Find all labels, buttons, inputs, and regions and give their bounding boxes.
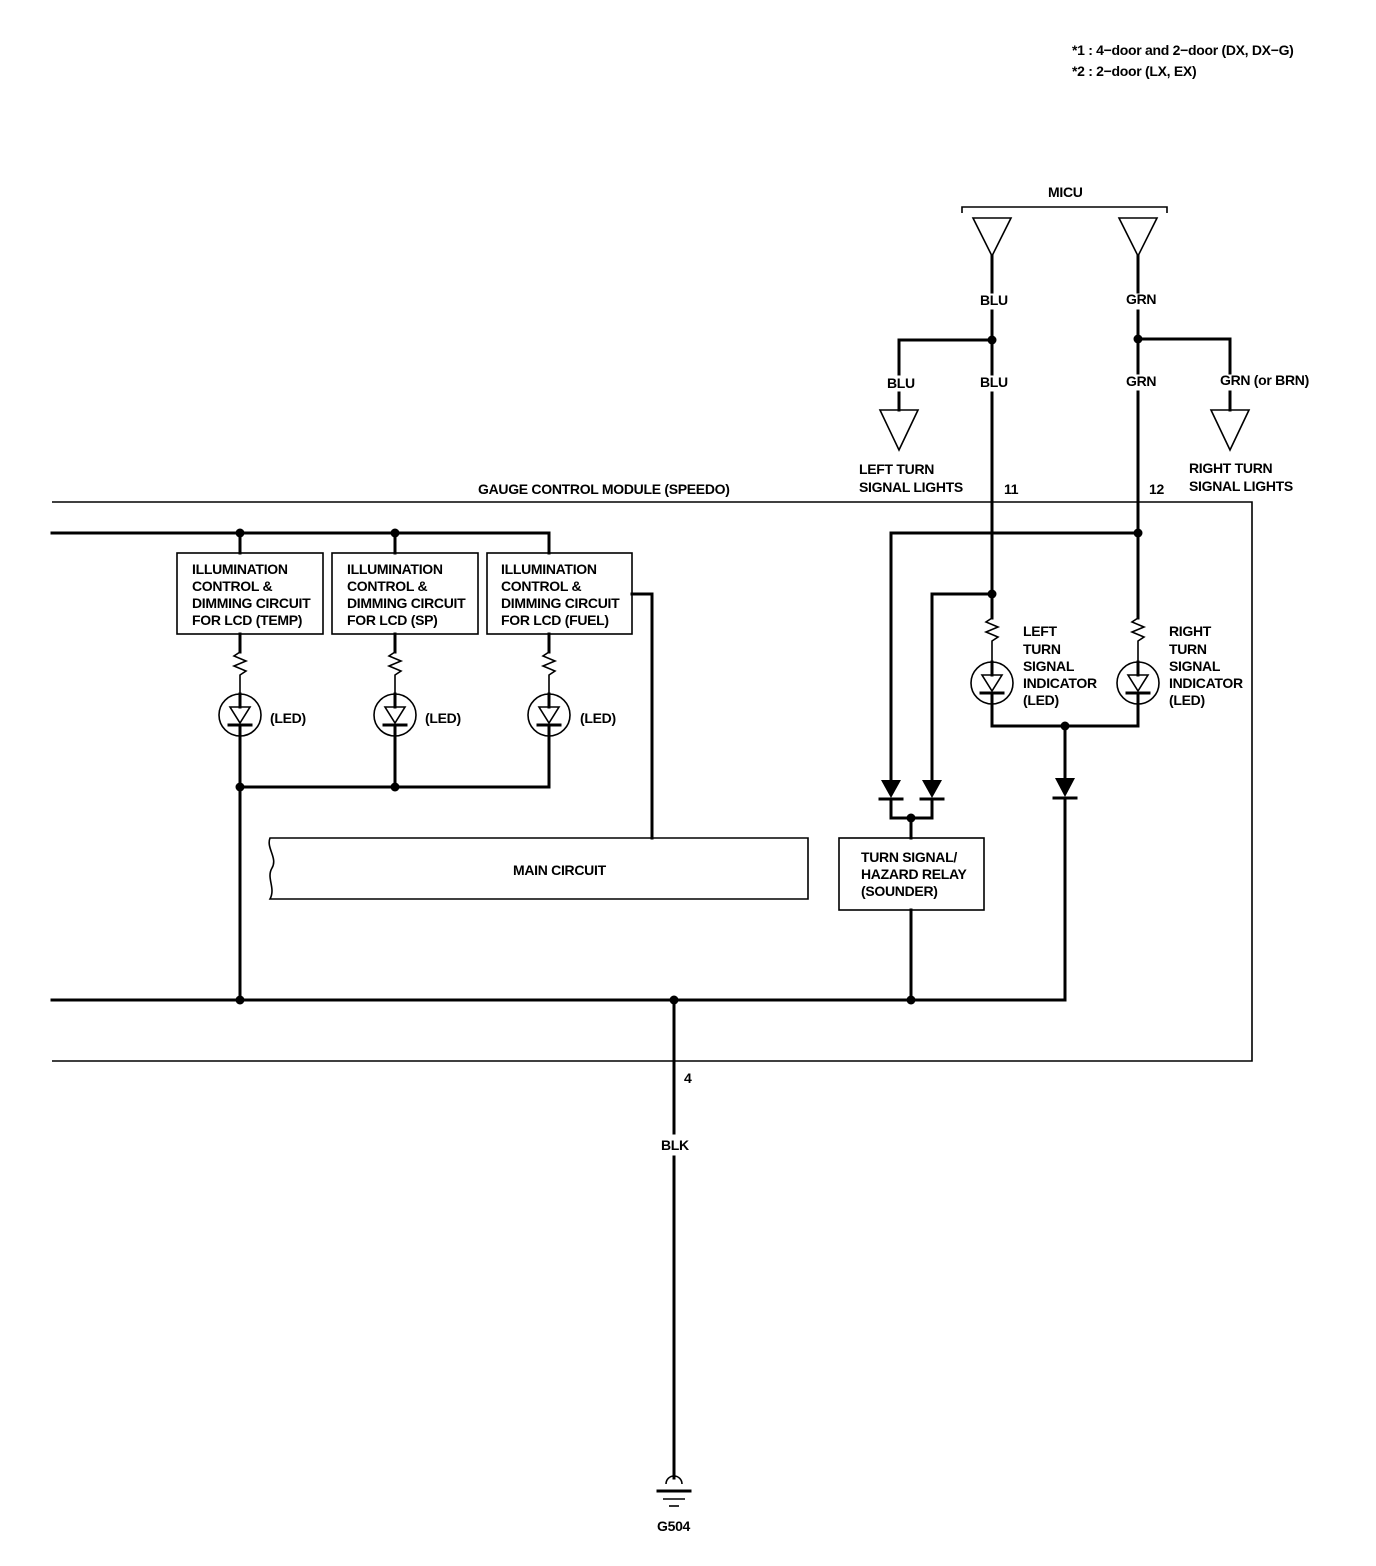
left-ind-l4: INDICATOR	[1023, 675, 1097, 691]
illum-temp-l1: ILLUMINATION	[192, 561, 288, 577]
illum-text-temp: ILLUMINATION CONTROL & DIMMING CIRCUIT F…	[192, 561, 311, 628]
resistor-icon	[1129, 617, 1147, 662]
illum-fuel-l1: ILLUMINATION	[501, 561, 597, 577]
main-circuit-box	[268, 837, 809, 900]
left-turn-lights-line1: LEFT TURN	[859, 461, 934, 477]
junction-relay	[906, 813, 916, 823]
illum-led-sp: (LED)	[373, 632, 461, 789]
wire-label-blu-main: BLU	[980, 374, 1008, 390]
junction-pin12	[1133, 528, 1143, 538]
wire-label-blk: BLK	[661, 1137, 689, 1153]
right-turn-lights-line2: SIGNAL LIGHTS	[1189, 478, 1293, 494]
illum-led-temp: (LED)	[218, 632, 306, 1002]
right-ind-l1: RIGHT	[1169, 623, 1212, 639]
left-turn-lights-connector-icon	[878, 409, 920, 452]
wire-right-to-relay	[889, 531, 1140, 782]
right-turn-lights-connector-icon	[1209, 409, 1251, 452]
resistor-icon	[231, 651, 249, 694]
ground-label: G504	[657, 1518, 691, 1534]
wire-blu-branch	[897, 338, 994, 376]
led-fuel-label: (LED)	[580, 710, 616, 726]
wire-label-blu-left: BLU	[887, 375, 915, 391]
illum-fuel-l2: CONTROL &	[501, 578, 581, 594]
relay-l3: (SOUNDER)	[861, 883, 938, 899]
led-temp-label: (LED)	[270, 710, 306, 726]
resistor-icon	[386, 651, 404, 694]
ground-loop	[665, 1475, 683, 1485]
micu-blu-connector-icon	[971, 217, 1013, 258]
wire-label-blu-top: BLU	[980, 292, 1008, 308]
junction-led-1	[235, 782, 245, 792]
diode-triangle	[383, 706, 407, 725]
wire-label-grn-main: GRN	[1126, 373, 1156, 389]
note-1: *1 : 4−door and 2−door (DX, DX−G)	[1072, 42, 1294, 58]
pin-12: 12	[1149, 481, 1164, 497]
junction-gnd-1	[235, 995, 245, 1005]
illum-temp-l2: CONTROL &	[192, 578, 272, 594]
illum-sp-l3: DIMMING CIRCUIT	[347, 595, 466, 611]
main-circuit-label: MAIN CIRCUIT	[513, 862, 607, 878]
left-ind-l1: LEFT	[1023, 623, 1058, 639]
illum-sp-l1: ILLUMINATION	[347, 561, 443, 577]
illum-sp-l4: FOR LCD (SP)	[347, 612, 438, 628]
left-ind-l5: (LED)	[1023, 692, 1059, 708]
right-indicator-led	[1116, 617, 1160, 728]
relay-diode-right-icon	[881, 780, 901, 798]
resistor-icon	[540, 651, 558, 694]
junction-blu	[987, 335, 997, 345]
illum-led-fuel: (LED)	[527, 632, 616, 789]
wire-label-grn-right: GRN (or BRN)	[1220, 372, 1309, 388]
relay-l2: HAZARD RELAY	[861, 866, 968, 882]
illum-fuel-l4: FOR LCD (FUEL)	[501, 612, 609, 628]
pin-4: 4	[684, 1070, 692, 1086]
resistor-icon	[983, 617, 1001, 662]
left-ind-l3: SIGNAL	[1023, 658, 1075, 674]
illum-temp-l4: FOR LCD (TEMP)	[192, 612, 302, 628]
illum-text-sp: ILLUMINATION CONTROL & DIMMING CIRCUIT F…	[347, 561, 466, 628]
right-ind-l5: (LED)	[1169, 692, 1205, 708]
diode-icon	[1055, 778, 1075, 797]
illum-sp-l2: CONTROL &	[347, 578, 427, 594]
module-outline	[52, 501, 1253, 1062]
diode-triangle	[980, 674, 1004, 693]
right-ind-l4: INDICATOR	[1169, 675, 1243, 691]
illum-box-sp	[331, 552, 479, 635]
illum-box-temp	[176, 552, 324, 635]
illum-temp-l3: DIMMING CIRCUIT	[192, 595, 311, 611]
right-turn-lights-line1: RIGHT TURN	[1189, 460, 1273, 476]
junction-led-2	[390, 782, 400, 792]
left-indicator-led	[970, 591, 1014, 728]
ground-icon	[656, 1475, 692, 1507]
right-ind-l3: SIGNAL	[1169, 658, 1221, 674]
module-title: GAUGE CONTROL MODULE (SPEEDO)	[478, 481, 730, 497]
micu-bracket	[961, 206, 1168, 213]
junction-grn	[1133, 334, 1143, 344]
left-ind-l2: TURN	[1023, 641, 1061, 657]
relay-l1: TURN SIGNAL/	[861, 849, 957, 865]
diode-triangle	[1126, 674, 1150, 693]
junction-bus-1	[235, 528, 245, 538]
junction-gnd-3	[906, 995, 916, 1005]
illum-text-fuel: ILLUMINATION CONTROL & DIMMING CIRCUIT F…	[501, 561, 620, 628]
pin-11: 11	[1004, 481, 1019, 497]
wire-left-to-relay	[930, 592, 994, 782]
left-turn-lights-line2: SIGNAL LIGHTS	[859, 479, 963, 495]
wire-label-grn-top: GRN	[1126, 291, 1156, 307]
micu-label: MICU	[1048, 184, 1083, 200]
diode-triangle	[537, 706, 561, 725]
junction-bus-2	[390, 528, 400, 538]
illum-fuel-l3: DIMMING CIRCUIT	[501, 595, 620, 611]
note-2: *2 : 2−door (LX, EX)	[1072, 63, 1196, 79]
led-sp-label: (LED)	[425, 710, 461, 726]
micu-grn-connector-icon	[1117, 217, 1159, 258]
wire-grn-branch	[1136, 337, 1232, 375]
right-ind-l2: TURN	[1169, 641, 1207, 657]
relay-diode-left-icon	[922, 780, 942, 798]
diode-triangle	[228, 706, 252, 725]
wire-fuel-to-main	[630, 592, 654, 840]
